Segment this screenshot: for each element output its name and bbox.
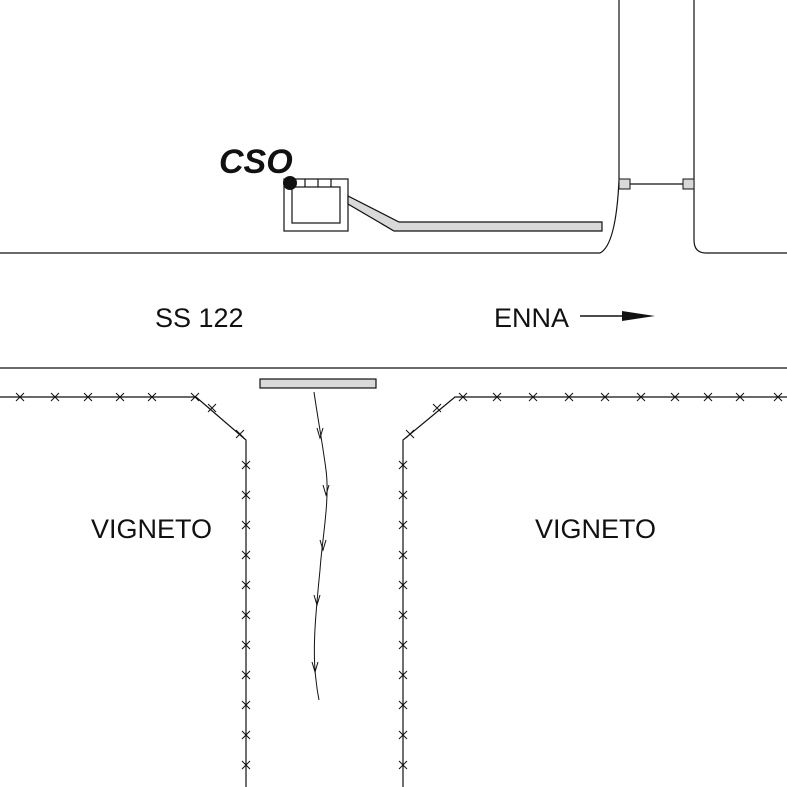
- road-label: SS 122: [155, 303, 244, 333]
- flow-path: [311, 391, 330, 701]
- fence-x-mark: [241, 580, 251, 590]
- fence-x-mark: [458, 392, 468, 402]
- fence-x-mark: [241, 520, 251, 530]
- flow-arrow: [313, 594, 321, 607]
- road-drain-pipe: [259, 378, 377, 389]
- fence-x-mark: [241, 640, 251, 650]
- flow-arrow: [316, 427, 324, 440]
- flow-arrow: [319, 539, 327, 552]
- fence-x-mark: [773, 392, 783, 402]
- fence-x-mark: [405, 429, 415, 439]
- cso-point-marker: [283, 176, 297, 190]
- fence-x-mark: [190, 392, 200, 402]
- fence-x-mark: [398, 550, 408, 560]
- fence-west: [0, 396, 247, 787]
- fence-x-mark: [50, 392, 60, 402]
- side-road-east-edge: [693, 0, 787, 254]
- fence-x-mark: [147, 392, 157, 402]
- fence-x-mark: [207, 403, 217, 413]
- field-label-left: VIGNETO: [91, 514, 212, 544]
- culvert-outlet: [682, 178, 695, 190]
- flow-arrow: [322, 484, 330, 497]
- cso-structure: [283, 178, 349, 232]
- fence-x-mark: [703, 392, 713, 402]
- fence-x-mark: [398, 760, 408, 770]
- fence-x-mark: [398, 700, 408, 710]
- road-north-edge: [0, 0, 620, 254]
- cso-label: CSO: [219, 143, 293, 181]
- arrow-right-icon: [580, 311, 655, 321]
- fence-x-mark: [398, 460, 408, 470]
- cso-chamber-inner: [291, 186, 341, 224]
- fence-x-mark: [398, 640, 408, 650]
- fence-x-mark: [115, 392, 125, 402]
- fence-x-mark: [398, 490, 408, 500]
- direction-label: ENNA: [494, 303, 569, 333]
- fence-x-mark: [398, 610, 408, 620]
- fence-x-mark: [83, 392, 93, 402]
- fence-x-mark: [636, 392, 646, 402]
- culvert-inlet: [618, 178, 631, 190]
- fence-x-mark: [398, 670, 408, 680]
- outfall-pipe: [347, 195, 603, 232]
- cso-chamber-outer: [283, 178, 349, 232]
- fence-x-mark: [241, 550, 251, 560]
- fence-x-mark: [398, 580, 408, 590]
- fence-x-mark: [235, 429, 245, 439]
- fence-x-mark: [15, 392, 25, 402]
- fence-x-mark: [398, 520, 408, 530]
- fence-x-mark: [398, 730, 408, 740]
- fence-east: [402, 396, 787, 787]
- fence-x-mark: [241, 460, 251, 470]
- fence-x-mark: [528, 392, 538, 402]
- fence-x-mark: [670, 392, 680, 402]
- fence-x-mark: [600, 392, 610, 402]
- fence-x-mark: [492, 392, 502, 402]
- flow-arrow: [311, 661, 319, 674]
- fence-x-mark: [241, 670, 251, 680]
- fence-x-mark: [564, 392, 574, 402]
- fence-x-mark: [241, 700, 251, 710]
- culvert-crossing: [618, 178, 695, 190]
- fence-x-mark: [432, 403, 442, 413]
- fence-x-mark: [241, 610, 251, 620]
- fence-x-mark: [241, 730, 251, 740]
- field-label-right: VIGNETO: [535, 514, 656, 544]
- fence-x-mark: [735, 392, 745, 402]
- fence-x-mark: [241, 490, 251, 500]
- fence-x-mark: [241, 760, 251, 770]
- fence-marks: [15, 392, 783, 770]
